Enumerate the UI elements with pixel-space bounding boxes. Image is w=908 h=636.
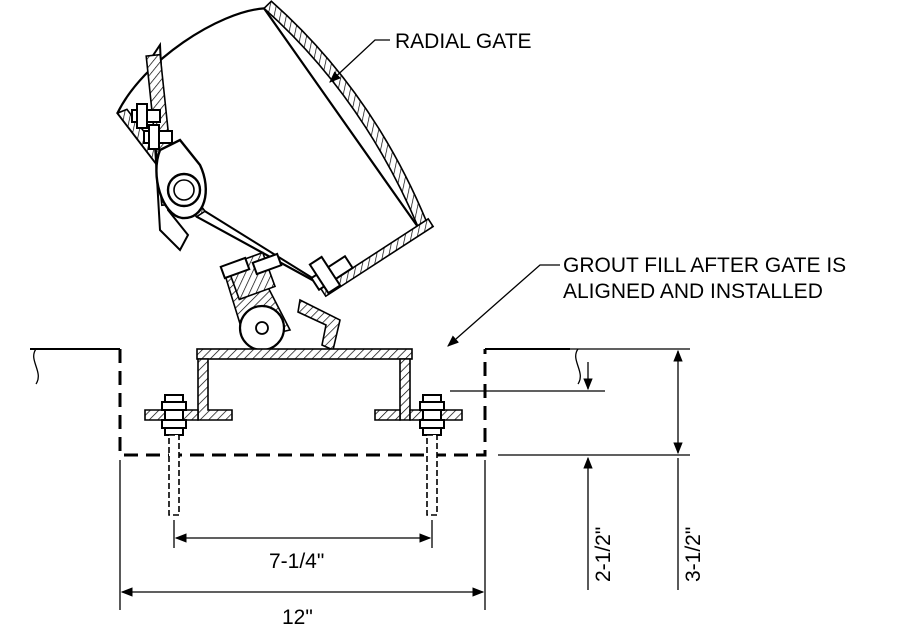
- leader-lines: [329, 39, 560, 347]
- bracket-bolt-upper: [131, 103, 161, 129]
- embed-depth-dimension: 2-1/2": [592, 527, 615, 582]
- lifting-eye: [155, 138, 207, 220]
- anchor-bolt-left: [161, 394, 187, 516]
- radial-gate-assembly: [116, 0, 435, 352]
- radial-gate-label: RADIAL GATE: [395, 30, 532, 53]
- gate-sill-angle: [297, 254, 354, 352]
- grout-note-line2: ALIGNED AND INSTALLED: [563, 280, 823, 303]
- embed-assembly: [30, 348, 570, 516]
- total-depth-dimension: 3-1/2": [682, 527, 705, 582]
- bracket-bolt-lower: [143, 124, 173, 150]
- dimension-lines: [119, 348, 690, 610]
- bolt-spacing-dimension: 7-1/4": [269, 550, 324, 573]
- hinge-pin: [219, 251, 292, 352]
- overall-width-dimension: 12": [282, 606, 313, 629]
- anchor-bolt-right: [419, 394, 445, 516]
- grout-note-line1: GROUT FILL AFTER GATE IS: [563, 254, 846, 277]
